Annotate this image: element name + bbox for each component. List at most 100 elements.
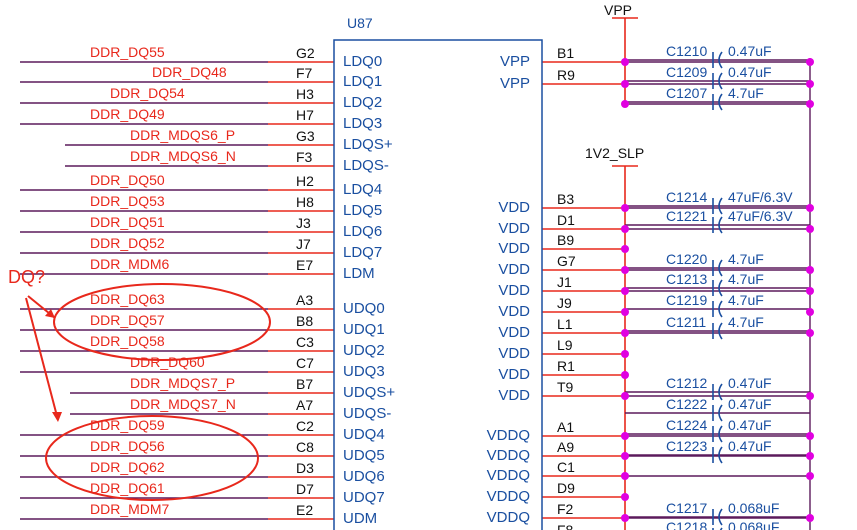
right-pin-number: F8	[557, 522, 574, 530]
junction-dot	[806, 329, 814, 337]
left-pin-name: LDQ4	[343, 181, 382, 198]
capacitor-plate	[718, 51, 723, 69]
capacitor-value: 4.7uF	[728, 292, 764, 308]
left-net-label: DDR_DQ54	[110, 85, 185, 101]
left-pin-name: LDQ1	[343, 73, 382, 90]
right-pin-number: L9	[557, 337, 573, 353]
left-pin-name: LDM	[343, 265, 375, 282]
junction-dot	[806, 392, 814, 400]
left-net-label: DDR_DQ62	[90, 459, 165, 475]
right-pin-name: VDDQ	[487, 509, 530, 526]
annotation-ellipse-lower	[45, 415, 259, 501]
junction-dot	[806, 432, 814, 440]
left-net-label: DDR_MDM6	[90, 256, 170, 272]
left-pin-name: UDM	[343, 510, 377, 527]
junction-dot	[806, 100, 814, 108]
capacitor-value: 4.7uF	[728, 314, 764, 330]
right-pin-name: VDDQ	[487, 447, 530, 464]
left-pin-name: LDQ5	[343, 202, 382, 219]
junction-dot	[621, 329, 629, 337]
left-pin-number: B7	[296, 376, 313, 392]
junction-dot	[621, 58, 629, 66]
left-pin-number: G2	[296, 45, 315, 61]
capacitor-plate	[718, 383, 723, 401]
capacitor-ref: C1212	[666, 375, 707, 391]
capacitor-value: 4.7uF	[728, 251, 764, 267]
junction-dot	[621, 371, 629, 379]
capacitor-plate	[718, 404, 723, 422]
capacitor-value: 0.47uF	[728, 417, 772, 433]
annotation-arrow	[25, 297, 59, 421]
left-pin-name: UDQ5	[343, 447, 385, 464]
right-pin-number: B3	[557, 191, 574, 207]
right-pin-name: VDD	[498, 345, 530, 362]
right-pin-name: VDD	[498, 324, 530, 341]
junction-dot	[621, 100, 629, 108]
left-net-label: DDR_DQ61	[90, 480, 165, 496]
left-pin-name: LDQ0	[343, 53, 382, 70]
junction-dot	[806, 225, 814, 233]
left-pin-number: C8	[296, 439, 314, 455]
right-pin-number: C1	[557, 459, 575, 475]
vdd-label: 1V2_SLP	[585, 145, 644, 161]
left-pin-name: LDQ6	[343, 223, 382, 240]
capacitor-ref: C1211	[666, 314, 706, 330]
left-net-label: DDR_DQ58	[90, 333, 165, 349]
left-net-label: DDR_MDQS6_N	[130, 148, 236, 164]
left-pin-number: C7	[296, 355, 314, 371]
capacitor-plate	[718, 300, 723, 318]
right-pin-number: B9	[557, 232, 574, 248]
junction-dot	[621, 452, 629, 460]
left-pin-name: UDQ4	[343, 426, 385, 443]
right-pin-name: VDD	[498, 261, 530, 278]
component-ref: U87	[347, 15, 373, 31]
capacitor-plate	[718, 322, 723, 340]
right-pin-name: VDD	[498, 303, 530, 320]
junction-dot	[806, 308, 814, 316]
junction-dot	[621, 204, 629, 212]
left-pin-number: H3	[296, 86, 314, 102]
junction-dot	[806, 452, 814, 460]
left-net-label: DDR_DQ50	[90, 172, 165, 188]
capacitor-plate	[718, 259, 723, 277]
junction-dot	[806, 80, 814, 88]
capacitor-plate	[718, 508, 723, 526]
left-pin-name: UDQ6	[343, 468, 385, 485]
capacitor-value: 0.068uF	[728, 519, 779, 530]
capacitor-value: 0.47uF	[728, 64, 772, 80]
capacitor-ref: C1217	[666, 500, 707, 516]
left-net-label: DDR_DQ56	[90, 438, 165, 454]
left-net-label: DDR_DQ52	[90, 235, 165, 251]
junction-dot	[806, 472, 814, 480]
junction-dot	[621, 308, 629, 316]
left-pin-name: UDQS+	[343, 384, 395, 401]
left-net-label: DDR_DQ51	[90, 214, 165, 230]
capacitor-plate	[718, 425, 723, 443]
annotation-arrowhead	[52, 412, 62, 422]
left-pin-name: UDQ2	[343, 342, 385, 359]
junction-dot	[806, 58, 814, 66]
capacitor-value: 4.7uF	[728, 85, 764, 101]
capacitor-ref: C1218	[666, 519, 707, 530]
right-pin-name: VDD	[498, 199, 530, 216]
left-pin-number: A7	[296, 397, 313, 413]
junction-dot	[621, 514, 629, 522]
junction-dot	[621, 472, 629, 480]
capacitor-plate	[718, 197, 723, 215]
right-pin-number: D9	[557, 480, 575, 496]
left-net-label: DDR_DQ57	[90, 312, 165, 328]
capacitor-ref: C1214	[666, 189, 707, 205]
junction-dot	[621, 225, 629, 233]
u87-body	[333, 39, 543, 530]
capacitor-value: 0.068uF	[728, 500, 779, 516]
junction-dot	[621, 350, 629, 358]
left-pin-number: J7	[296, 236, 311, 252]
left-pin-name: UDQ3	[343, 363, 385, 380]
capacitor-value: 0.47uF	[728, 438, 772, 454]
left-pin-number: E2	[296, 502, 313, 518]
junction-dot	[621, 80, 629, 88]
right-pin-name: VPP	[500, 75, 530, 92]
junction-dot	[806, 287, 814, 295]
capacitor-plate	[718, 72, 723, 90]
